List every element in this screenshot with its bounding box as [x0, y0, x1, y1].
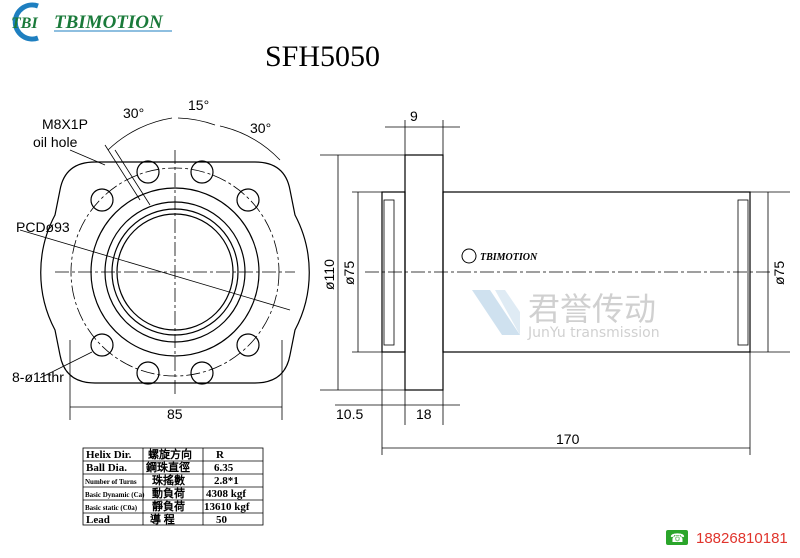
svg-text:13610 kgf: 13610 kgf — [204, 501, 250, 513]
svg-text:導 程: 導 程 — [150, 512, 175, 526]
svg-text:Number of Turns: Number of Turns — [85, 478, 137, 486]
phone-number: 18826810181 — [696, 530, 788, 547]
bolt-holes — [90, 160, 260, 385]
spec-row: Helix Dir. 螺旋方向 R — [86, 447, 225, 461]
svg-text:君誉传动: 君誉传动 — [528, 290, 656, 328]
width-dimension: 85 — [167, 406, 183, 422]
oil-hole-label: oil hole — [33, 134, 78, 150]
flange-diameter: ø110 — [321, 259, 337, 290]
angle-2: 15° — [188, 97, 209, 113]
svg-text:☎: ☎ — [670, 531, 685, 545]
svg-text:JunYu transmission: JunYu transmission — [527, 325, 660, 341]
holes-label: 8-ø11thr — [12, 369, 64, 385]
svg-text:鋼珠直徑: 鋼珠直徑 — [145, 460, 190, 474]
svg-text:2.8*1: 2.8*1 — [214, 475, 239, 487]
spec-row: Lead 導 程 50 — [86, 512, 228, 526]
side-view — [320, 120, 790, 455]
offset-dimension: 10.5 — [336, 406, 363, 422]
svg-text:Lead: Lead — [86, 514, 110, 526]
phone-icon: ☎ — [666, 530, 688, 545]
svg-text:6.35: 6.35 — [214, 462, 234, 474]
svg-text:Ball Dia.: Ball Dia. — [86, 462, 127, 474]
watermark: 君誉传动 JunYu transmission — [472, 290, 660, 341]
svg-text:Helix Dir.: Helix Dir. — [86, 449, 132, 461]
pcd-label: PCDø93 — [16, 219, 70, 235]
spec-table — [82, 447, 264, 526]
svg-text:4308 kgf: 4308 kgf — [206, 488, 246, 500]
front-view — [19, 117, 310, 420]
svg-text:50: 50 — [216, 514, 228, 526]
svg-text:Basic Dynamic (Ca): Basic Dynamic (Ca) — [85, 491, 145, 499]
body-diameter-right: ø75 — [771, 261, 787, 285]
spec-row: Ball Dia. 鋼珠直徑 6.35 — [86, 460, 234, 474]
spec-row: Number of Turns 珠搖數 2.8*1 — [85, 473, 239, 487]
drawing-title: SFH5050 — [265, 40, 380, 73]
body-logo: TBIMOTION — [480, 252, 538, 263]
svg-text:Basic static (C0a): Basic static (C0a) — [85, 504, 138, 512]
tbi-logo: TBI TBIMOTION — [11, 2, 172, 42]
oil-hole-spec: M8X1P — [42, 116, 88, 132]
flange-width: 18 — [416, 406, 432, 422]
angle-1: 30° — [123, 105, 144, 121]
flange-thickness: 9 — [410, 108, 418, 124]
spec-row: Basic static (C0a) 靜負荷 13610 kgf — [85, 499, 250, 513]
svg-text:靜負荷: 靜負荷 — [152, 499, 185, 513]
spec-row: Basic Dynamic (Ca) 動負荷 4308 kgf — [85, 486, 246, 500]
svg-text:動負荷: 動負荷 — [152, 486, 185, 500]
svg-text:R: R — [216, 449, 225, 461]
svg-text:螺旋方向: 螺旋方向 — [148, 447, 192, 461]
svg-text:TBI: TBI — [11, 15, 38, 32]
length-dimension: 170 — [556, 431, 580, 447]
body-diameter-left: ø75 — [341, 261, 357, 285]
svg-text:珠搖數: 珠搖數 — [152, 473, 185, 487]
angle-3: 30° — [250, 120, 271, 136]
svg-text:TBIMOTION: TBIMOTION — [54, 12, 164, 33]
